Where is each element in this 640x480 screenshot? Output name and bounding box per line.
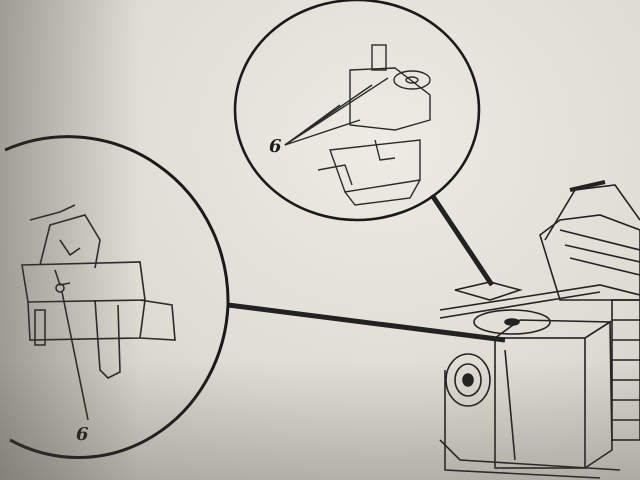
detail-circle-left: 6 (4, 135, 230, 459)
callout-number-left: 6 (76, 424, 89, 445)
leader-line-left (227, 302, 506, 343)
machine-main-unit (439, 180, 640, 479)
mechanism-detail-left (21, 204, 176, 421)
detail-circle-top: 6 (233, 0, 481, 222)
mechanism-detail-top (284, 44, 431, 206)
callout-number-top: 6 (269, 136, 282, 157)
leader-line-top (429, 193, 495, 287)
